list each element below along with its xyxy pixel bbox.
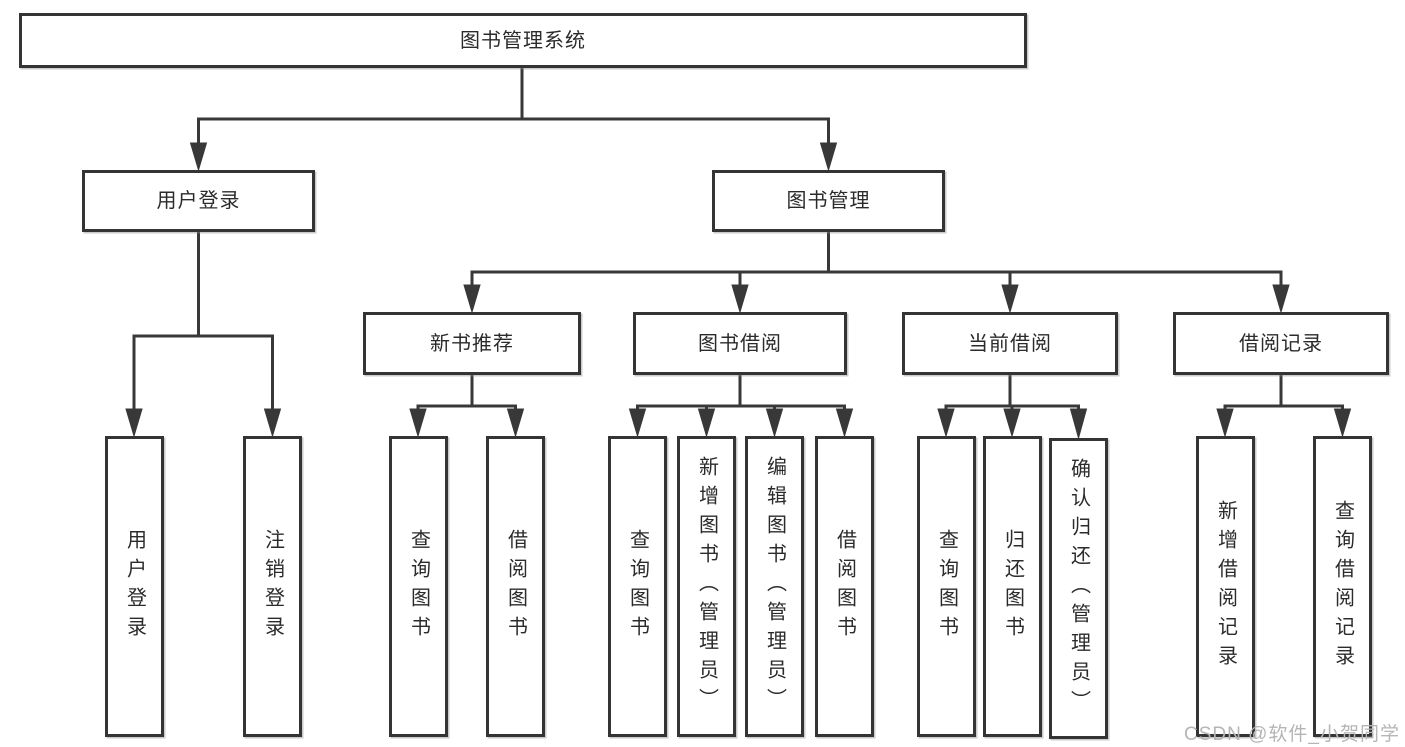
leaf-user-login-label: 用户登录 <box>123 528 146 645</box>
leaf-borrow-books-borrow-label: 借阅图书 <box>833 528 856 645</box>
leaf-query-books-current: 查询图书 <box>917 436 976 737</box>
connector-borrow-to-leaves <box>628 375 854 438</box>
leaf-edit-book-admin-label: 编辑图书（管理员） <box>763 456 786 717</box>
leaf-add-borrow-record: 新增借阅记录 <box>1196 436 1255 737</box>
leaf-borrow-books-recommend: 借阅图书 <box>486 436 545 737</box>
leaf-logout-label: 注销登录 <box>261 528 284 645</box>
leaf-add-book-admin: 新增图书（管理员） <box>677 436 736 737</box>
csdn-watermark: CSDN @软件_小贺同学 <box>1184 724 1400 745</box>
leaf-return-books-label: 归还图书 <box>1001 528 1024 645</box>
connector-book-mgmt-to-level3 <box>463 232 1290 314</box>
node-user-login: 用户登录 <box>82 170 315 232</box>
leaf-query-books-recommend-label: 查询图书 <box>407 528 430 645</box>
node-book-management-label: 图书管理 <box>786 190 871 212</box>
leaf-user-login: 用户登录 <box>105 436 164 737</box>
node-new-book-recommend: 新书推荐 <box>363 312 581 375</box>
leaf-logout: 注销登录 <box>243 436 302 737</box>
leaf-edit-book-admin: 编辑图书（管理员） <box>745 436 804 737</box>
leaf-query-books-borrow: 查询图书 <box>608 436 667 737</box>
node-borrow-records: 借阅记录 <box>1173 312 1389 375</box>
leaf-query-borrow-record-label: 查询借阅记录 <box>1331 499 1354 674</box>
node-book-borrow-label: 图书借阅 <box>698 332 782 355</box>
connector-user-login-to-leaves <box>125 232 282 438</box>
connector-records-to-leaves <box>1216 375 1352 438</box>
node-current-borrow: 当前借阅 <box>902 312 1118 375</box>
node-book-borrow: 图书借阅 <box>633 312 847 375</box>
node-new-book-recommend-label: 新书推荐 <box>430 332 514 355</box>
leaf-query-borrow-record: 查询借阅记录 <box>1313 436 1372 737</box>
leaf-return-books: 归还图书 <box>983 436 1042 737</box>
leaf-borrow-books-recommend-label: 借阅图书 <box>504 528 527 645</box>
leaf-query-books-recommend: 查询图书 <box>389 436 448 737</box>
leaf-confirm-return-admin-label: 确认归还（管理员） <box>1067 458 1090 719</box>
node-book-management: 图书管理 <box>712 170 945 232</box>
leaf-add-book-admin-label: 新增图书（管理员） <box>695 456 718 717</box>
leaf-query-books-current-label: 查询图书 <box>935 528 958 645</box>
connector-root-to-level2 <box>189 68 838 172</box>
leaf-borrow-books-borrow: 借阅图书 <box>815 436 874 737</box>
leaf-query-books-borrow-label: 查询图书 <box>626 528 649 645</box>
node-root-label: 图书管理系统 <box>460 29 586 52</box>
connector-recommend-to-leaves <box>409 375 525 438</box>
leaf-confirm-return-admin: 确认归还（管理员） <box>1049 438 1108 739</box>
connector-current-to-leaves <box>937 375 1088 440</box>
node-current-borrow-label: 当前借阅 <box>968 332 1052 355</box>
node-user-login-label: 用户登录 <box>156 190 241 212</box>
node-borrow-records-label: 借阅记录 <box>1239 332 1323 355</box>
node-root: 图书管理系统 <box>19 13 1027 68</box>
leaf-add-borrow-record-label: 新增借阅记录 <box>1214 499 1237 674</box>
